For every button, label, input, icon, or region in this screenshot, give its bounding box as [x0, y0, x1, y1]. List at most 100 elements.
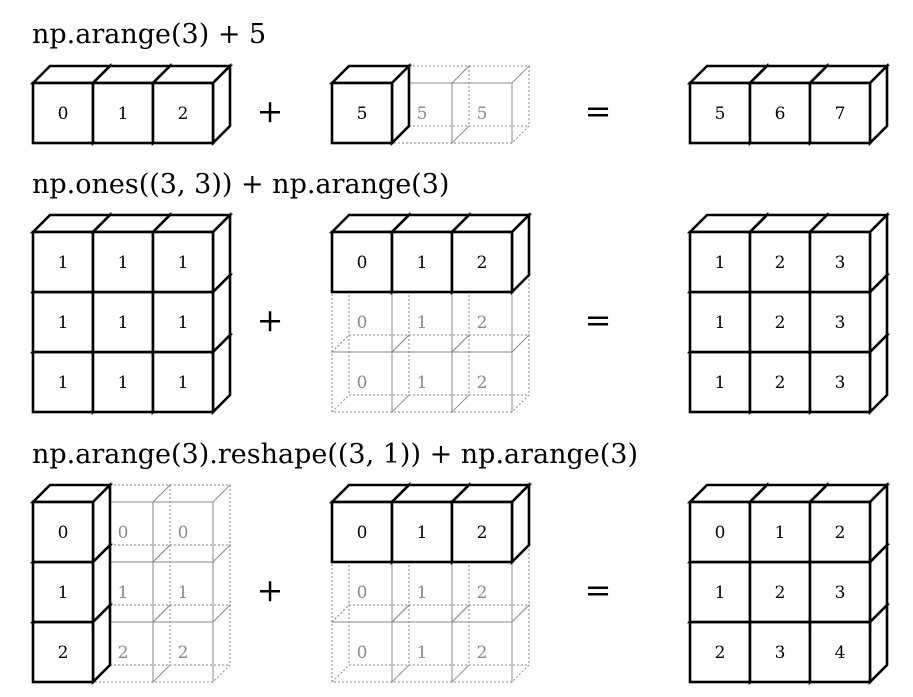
- cube-hidden-edge: [152, 544, 230, 563]
- cell-value: 1: [178, 253, 189, 273]
- cell-value: 0: [357, 253, 368, 273]
- cell-value: 1: [178, 583, 189, 603]
- cell-r0-c2: 7: [806, 62, 891, 147]
- cell-value: 3: [775, 643, 786, 663]
- cell-value: 2: [775, 583, 786, 603]
- cell-value: 0: [715, 523, 726, 543]
- cube-front-face: [91, 290, 155, 354]
- row-1-equals-sign: =: [585, 92, 612, 130]
- cell-value: 1: [178, 373, 189, 393]
- cell-value: 3: [835, 583, 846, 603]
- cube-side-face: [511, 603, 530, 684]
- cell-value: 0: [357, 523, 368, 543]
- cell-value: 1: [715, 313, 726, 333]
- cube-top-face: [390, 334, 471, 353]
- cell-value: 0: [58, 523, 69, 543]
- cube-hidden-edge: [331, 604, 409, 623]
- cube-front-face: [808, 290, 872, 354]
- cell-value: 3: [835, 253, 846, 273]
- cell-value: 5: [477, 104, 488, 124]
- cube-front-face: [151, 290, 215, 354]
- row-3-plus-sign: +: [257, 571, 284, 609]
- cell-value: 0: [58, 104, 69, 124]
- cube-top-face: [450, 604, 531, 623]
- cube-front-face: [808, 230, 872, 294]
- cube-side-face: [451, 64, 470, 145]
- cell-value: 1: [715, 373, 726, 393]
- cube-front-face: [808, 620, 872, 684]
- cell-r0-c2: 2: [806, 481, 891, 566]
- cube-front-face: [808, 560, 872, 624]
- cell-value: 6: [775, 104, 786, 124]
- cube-front-face: [808, 81, 872, 145]
- cell-value: 2: [775, 313, 786, 333]
- cube-side-face: [152, 603, 171, 684]
- cell-value: 1: [775, 523, 786, 543]
- cell-value: 0: [357, 583, 368, 603]
- cube-side-face: [152, 543, 171, 624]
- cell-value: 7: [835, 104, 846, 124]
- cube-hidden-edge: [451, 604, 529, 623]
- cube-front-face: [151, 350, 215, 414]
- cube-front-face: [330, 81, 394, 145]
- cube-hidden-edge: [152, 664, 230, 683]
- cell-value: 1: [58, 253, 69, 273]
- cell-value: 0: [118, 523, 129, 543]
- row-3-equals-sign: =: [585, 571, 612, 609]
- cell-value: 2: [775, 253, 786, 273]
- cell-value: 0: [357, 313, 368, 333]
- cell-r0-c2: 2: [448, 481, 533, 566]
- cube-top-face: [151, 484, 232, 503]
- cube-top-face: [151, 604, 232, 623]
- cell-value: 3: [835, 373, 846, 393]
- cell-value: 4: [835, 643, 846, 663]
- cube-side-face: [212, 603, 231, 684]
- cube-front-face: [748, 81, 812, 145]
- cube-front-face: [450, 500, 514, 564]
- cube-side-face: [451, 333, 470, 414]
- cube-front-face: [748, 620, 812, 684]
- cube-front-face: [748, 350, 812, 414]
- cell-value: 5: [357, 104, 368, 124]
- cell-value: 2: [775, 373, 786, 393]
- cell-value: 5: [417, 104, 428, 124]
- cell-value: 1: [715, 583, 726, 603]
- cell-value: 1: [58, 313, 69, 333]
- cell-value: 0: [357, 373, 368, 393]
- cube-front-face: [451, 82, 513, 144]
- row-1-plus-sign: +: [257, 92, 284, 130]
- row-2-plus-sign: +: [257, 301, 284, 339]
- cell-value: 3: [835, 313, 846, 333]
- cube-front-face: [808, 350, 872, 414]
- cell-r0-c2: 5: [450, 64, 531, 145]
- cell-r0-c2: 2: [448, 211, 533, 296]
- cell-value: 2: [477, 253, 488, 273]
- cell-value: 1: [417, 583, 428, 603]
- cube-hidden-edge: [391, 394, 469, 413]
- cube-side-face: [511, 333, 530, 414]
- cube-front-face: [688, 230, 752, 294]
- cell-value: 1: [715, 253, 726, 273]
- cell-r0-c2: 1: [149, 211, 234, 296]
- cube-front-face: [152, 501, 214, 563]
- cube-front-face: [688, 350, 752, 414]
- cube-side-face: [451, 603, 470, 684]
- cube-front-face: [390, 230, 454, 294]
- cell-value: 2: [835, 523, 846, 543]
- cube-hidden-edge: [331, 394, 409, 413]
- cube-front-face: [330, 230, 394, 294]
- cube-front-face: [31, 500, 95, 564]
- cell-value: 2: [715, 643, 726, 663]
- cube-front-face: [450, 230, 514, 294]
- cell-r0-c2: 2: [149, 62, 234, 147]
- cell-value: 2: [118, 643, 129, 663]
- cube-front-face: [91, 230, 155, 294]
- cube-front-face: [31, 560, 95, 624]
- cube-front-face: [390, 500, 454, 564]
- cube-top-face: [151, 544, 232, 563]
- row-2-title: np.ones((3, 3)) + np.arange(3): [32, 169, 449, 200]
